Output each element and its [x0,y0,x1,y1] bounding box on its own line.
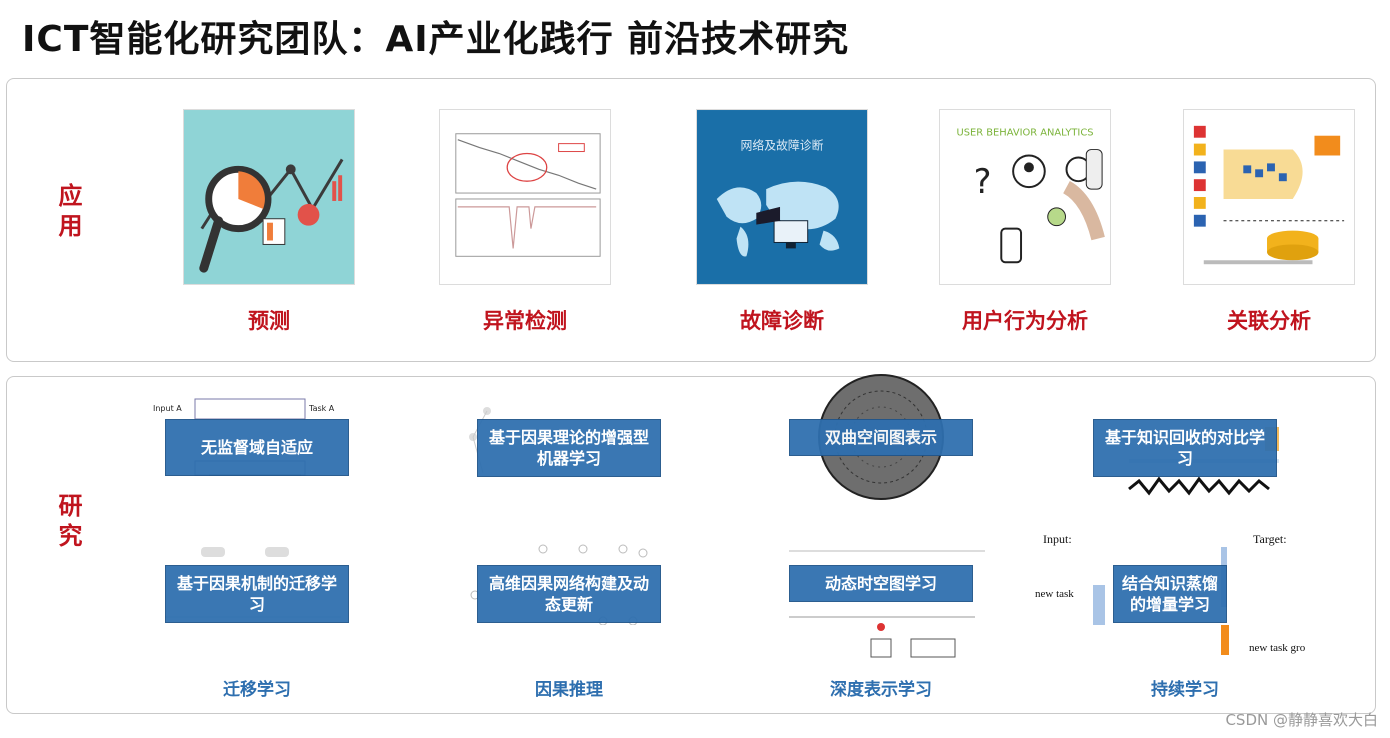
svg-text:Input A: Input A [153,404,182,413]
research-panel: 研究 Input A Task A 无监督域自适应 基于因果机制的迁移学习 迁移… [6,374,1376,714]
application-caption-5: 关联分析 [1227,309,1311,333]
svg-text:new task: new task [1035,588,1074,600]
magnifier-chart-icon [184,110,354,284]
watermark: CSDN @静静喜欢大白 [1225,711,1378,729]
research-tile-causal-transfer: 基于因果机制的迁移学习 [151,543,363,625]
prediction-image [183,109,355,285]
fault-diagnosis-image: 网络及故障诊断 [696,109,868,285]
svg-text:Target:: Target: [1253,532,1287,546]
research-tile-unsupervised-da: Input A Task A 无监督域自适应 [151,397,363,479]
user-behavior-image: USER BEHAVIOR ANALYTICS ? [939,109,1111,285]
application-panel: 应用 预测 异常检测 网 [6,78,1376,362]
research-tile-causal-ml: x 基于因果理论的增强型机器学习 [463,397,675,479]
research-tile-hyperbolic: 双曲空间图表示 [775,374,987,500]
spatiotemporal-figure [789,550,985,658]
tile-label: 无监督域自适应 [165,419,349,476]
tile-label: 高维因果网络构建及动态更新 [477,565,661,623]
association-diagram-icon [1184,110,1354,284]
tile-label: 基于因果机制的迁移学习 [165,565,349,623]
research-tile-dynamic-graph: 动态时空图学习 [775,543,987,658]
research-tile-causal-network: 高维因果网络构建及动态更新 [463,543,675,625]
svg-text:?: ? [974,162,992,201]
tile-label: 结合知识蒸馏的增量学习 [1113,565,1227,623]
svg-text:new task ground truth: new task ground truth [1249,642,1305,654]
research-caption-2: 因果推理 [535,680,603,700]
research-tile-incremental: Input: Target: new task new task ground … [1035,527,1305,657]
svg-text:USER BEHAVIOR ANALYTICS: USER BEHAVIOR ANALYTICS [957,128,1094,139]
research-tile-contrastive: 基于知识回收的对比学习 [1079,397,1291,496]
tile-label: 基于知识回收的对比学习 [1093,419,1277,477]
association-analysis-image [1183,109,1355,285]
application-caption-3: 故障诊断 [740,309,824,333]
application-caption-2: 异常检测 [483,309,567,333]
research-side-label: 研究 [54,493,82,553]
application-side-label: 应用 [54,183,82,243]
svg-text:Task A: Task A [308,404,335,413]
research-caption-1: 迁移学习 [223,680,291,700]
world-map-icon: 网络及故障诊断 [697,110,867,284]
application-caption-4: 用户行为分析 [962,309,1088,333]
svg-text:网络及故障诊断: 网络及故障诊断 [740,139,823,153]
svg-text:Input:: Input: [1043,532,1072,546]
tile-label: 动态时空图学习 [789,565,973,602]
anomaly-detection-image [439,109,611,285]
page-title: ICT智能化研究团队：AI产业化践行 前沿技术研究 [22,19,850,60]
application-caption-1: 预测 [248,309,290,333]
research-caption-3: 深度表示学习 [830,680,932,700]
anomaly-chart-icon [440,110,610,284]
tile-label: 基于因果理论的增强型机器学习 [477,419,661,477]
user-behavior-icon: USER BEHAVIOR ANALYTICS ? [940,110,1110,284]
research-caption-4: 持续学习 [1151,680,1219,700]
tile-label: 双曲空间图表示 [789,419,973,456]
